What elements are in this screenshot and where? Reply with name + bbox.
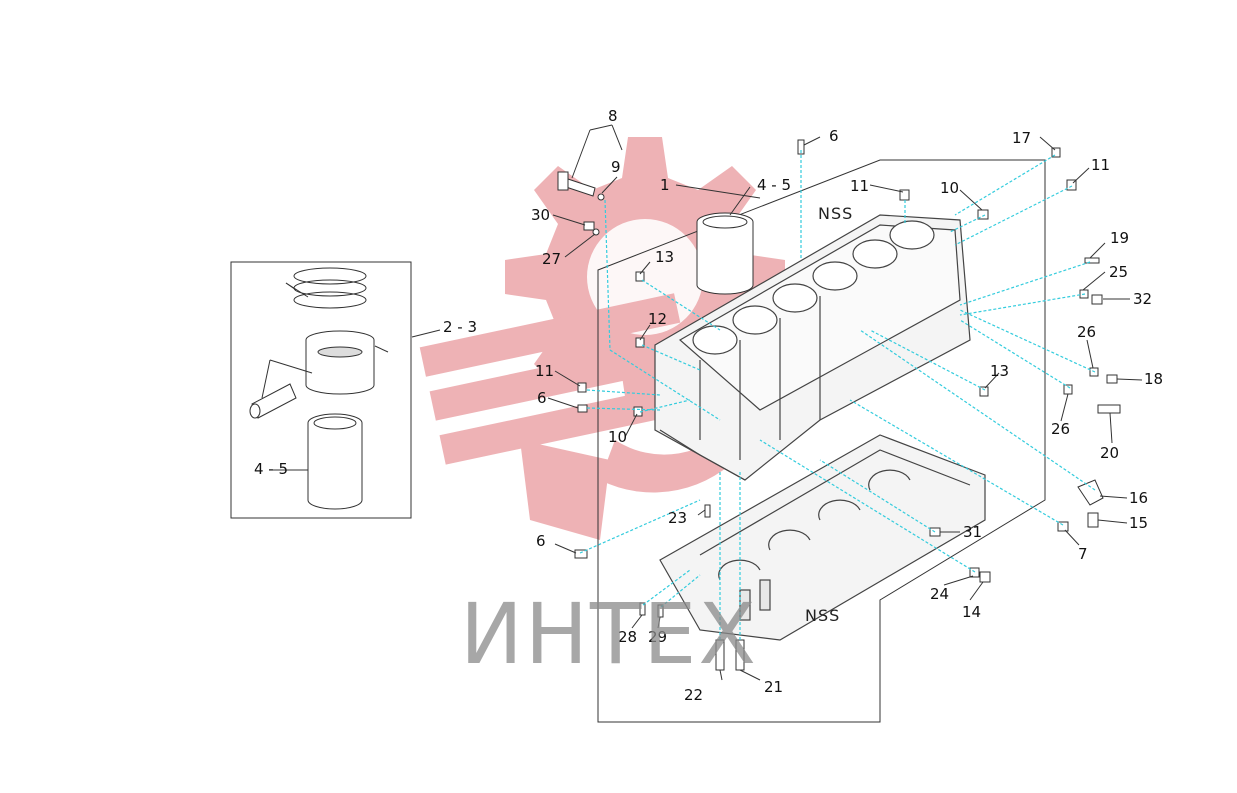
callout-8: 8: [608, 107, 618, 125]
callout-26-top: 26: [1077, 323, 1097, 341]
piston-inset-frame: [230, 261, 412, 519]
callout-10-top: 10: [940, 179, 960, 197]
callout-7: 7: [1078, 545, 1088, 563]
callout-31: 31: [963, 523, 983, 541]
callout-10-left: 10: [608, 428, 628, 446]
callout-17: 17: [1012, 129, 1032, 147]
callout-27: 27: [542, 250, 562, 268]
callout-6-bottom: 6: [536, 532, 546, 550]
piston-rings: [285, 267, 367, 309]
callout-19: 19: [1110, 229, 1130, 247]
callout-2-3: 2 - 3: [443, 318, 478, 336]
callout-6-mid: 6: [537, 389, 547, 407]
callout-30: 30: [531, 206, 551, 224]
assembly-guides: [579, 150, 1096, 640]
callout-21: 21: [764, 678, 784, 696]
callout-24: 24: [930, 585, 950, 603]
callout-6-top: 6: [829, 127, 839, 145]
leader-lines: [270, 124, 1143, 681]
callout-32: 32: [1133, 290, 1153, 308]
callout-15: 15: [1129, 514, 1149, 532]
nss-label-upper: NSS: [818, 204, 854, 223]
callout-20: 20: [1100, 444, 1120, 462]
callout-11-left: 11: [535, 362, 555, 380]
callout-16: 16: [1129, 489, 1149, 507]
cylinder-block-upper: [654, 214, 971, 481]
callout-11-top: 11: [850, 177, 870, 195]
cylinder-liner: [307, 413, 363, 510]
callout-18: 18: [1144, 370, 1164, 388]
callout-12: 12: [648, 310, 668, 328]
callout-13-mid: 13: [655, 248, 675, 266]
callout-22: 22: [684, 686, 704, 704]
callout-4-5-top: 4 - 5: [757, 176, 792, 194]
callout-26-bottom: 26: [1051, 420, 1071, 438]
callout-23: 23: [668, 509, 688, 527]
fittings: [574, 139, 1121, 671]
piston-pin: [249, 359, 313, 419]
callout-1: 1: [660, 176, 670, 194]
callout-28: 28: [618, 628, 638, 646]
watermark-text: ИНТЕХ: [460, 585, 758, 683]
bolt-8: [557, 171, 596, 197]
callout-13-right: 13: [990, 362, 1010, 380]
callout-14: 14: [962, 603, 982, 621]
callout-4-5-inset: 4 - 5: [254, 460, 289, 478]
main-frame: [597, 159, 1046, 723]
callout-9: 9: [611, 158, 621, 176]
callout-29: 29: [648, 628, 668, 646]
callout-25: 25: [1109, 263, 1129, 281]
crankcase-lower: [659, 434, 986, 641]
piston: [305, 330, 375, 395]
cylinder-liner-top: [696, 212, 754, 295]
gear-logo-icon: [419, 137, 785, 540]
nss-label-lower: NSS: [805, 606, 841, 625]
callout-11-right: 11: [1091, 156, 1111, 174]
